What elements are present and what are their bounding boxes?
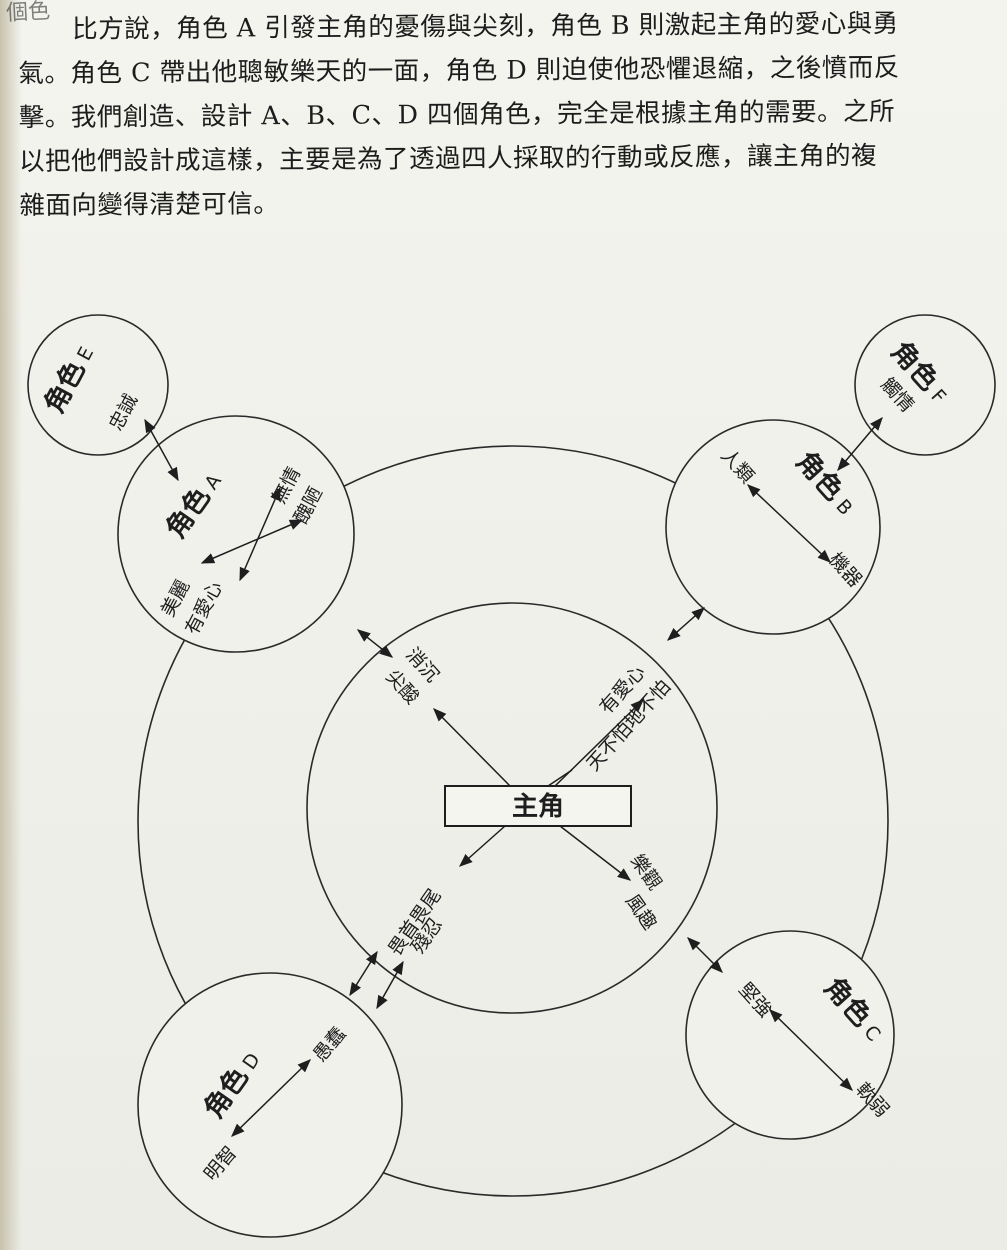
link-e-to-a bbox=[144, 418, 179, 482]
role-b-circle bbox=[665, 419, 881, 635]
arrow-to-lower-right bbox=[559, 825, 632, 881]
link-f-to-b bbox=[837, 416, 883, 472]
role-d-circle bbox=[137, 972, 403, 1238]
inner-circle bbox=[306, 602, 718, 1014]
role-a-trait-arrow-2 bbox=[239, 486, 281, 582]
link-b-to-main bbox=[666, 607, 706, 641]
trait-optimistic: 樂觀 bbox=[626, 850, 666, 894]
role-d-trait-arrow bbox=[231, 1059, 311, 1137]
link-a-to-main bbox=[356, 629, 394, 658]
arrow-to-lower-left bbox=[458, 825, 506, 867]
arrow-tail-upper-right bbox=[547, 769, 573, 787]
outer-circle bbox=[137, 445, 889, 1197]
link-c-to-main bbox=[687, 937, 723, 973]
protagonist-box bbox=[444, 785, 632, 827]
role-b-trait-arrow bbox=[747, 484, 831, 563]
link-d-to-main-2 bbox=[376, 960, 404, 1010]
page-gutter-shadow bbox=[0, 0, 22, 1250]
link-d-to-main-1 bbox=[349, 950, 378, 997]
arrow-to-upper-left bbox=[433, 708, 511, 787]
role-c-trait-arrow bbox=[769, 1009, 853, 1091]
protagonist-label: 主角 bbox=[512, 791, 564, 822]
role-a-circle bbox=[117, 415, 355, 653]
role-e-circle bbox=[27, 314, 169, 456]
trait-humorous: 風趣 bbox=[621, 890, 661, 934]
role-f-circle bbox=[854, 314, 996, 456]
